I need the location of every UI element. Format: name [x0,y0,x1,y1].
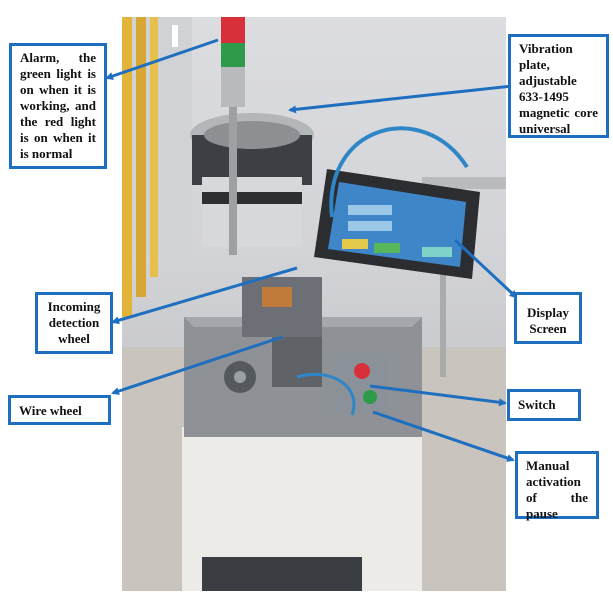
callout-incoming-detection-wheel-text: Incoming detection wheel [47,299,101,346]
light-green [221,43,245,67]
callout-manual-pause: Manual activation of the pause [515,451,599,521]
callout-display-screen: Display Screen [514,292,582,344]
callout-switch: Switch [507,389,581,421]
switch-red-button [354,363,370,379]
callout-wire-wheel: Wire wheel [8,395,111,425]
light-red [221,17,245,43]
light-tower-pole [229,45,237,255]
right-stand [422,177,506,189]
callout-alarm: Alarm, the green light is on when it is … [9,43,107,169]
blue-cable [329,126,469,218]
callout-display-screen-text: Display Screen [527,305,569,336]
callout-switch-text: Switch [518,397,556,412]
callout-alarm-text: Alarm, the green light is on when it is … [20,50,96,161]
callout-vibration-plate: Vibration plate, adjustable 633-1495 mag… [508,34,609,138]
callout-incoming-detection-wheel: Incoming detection wheel [35,292,113,354]
callout-vibration-plate-text: Vibration plate, adjustable 633-1495 mag… [519,41,598,136]
machine-photo [122,17,506,591]
pause-green-button [363,390,377,404]
incoming-detection-wheel [262,287,292,307]
callout-manual-pause-text: Manual activation of the pause [526,458,588,521]
callout-wire-wheel-text: Wire wheel [19,403,82,418]
window-frame [122,17,132,317]
